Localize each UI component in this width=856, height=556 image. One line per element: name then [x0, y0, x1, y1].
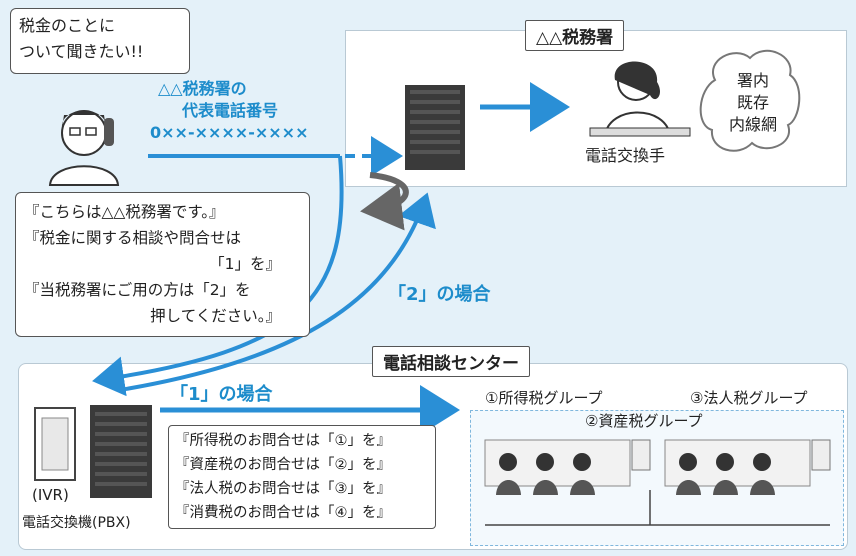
ivr-label: (IVR) — [32, 486, 69, 504]
routing-line-1: 『所得税のお問合せは「①」を』 — [175, 433, 391, 449]
call-center-title: 電話相談センター — [372, 346, 530, 377]
ivr-line-4: 『当税務署にご用の方は「2」を — [24, 281, 251, 299]
pbx-server-icon — [90, 405, 152, 498]
cloud-line-1: 署内 — [736, 71, 769, 90]
routing-line-2: 『資産税のお問合せは「②」を』 — [175, 457, 391, 473]
speech-line-1: 税金のことに — [19, 16, 116, 35]
cloud-line-2: 既存 — [736, 93, 769, 112]
phone-number-label: △△税務署の 代表電話番号 0××-××××-×××× — [150, 78, 308, 144]
phone-number: 0××-××××-×××× — [150, 123, 309, 142]
cloud-text: 署内 既存 内線網 — [728, 70, 778, 136]
return-curve-arrow — [360, 172, 409, 231]
routing-message-bubble: 『所得税のお問合せは「①」を』 『資産税のお問合せは「②」を』 『法人税のお問合… — [168, 425, 436, 529]
ivr-line-2: 『税金に関する相談や問合せは — [24, 229, 242, 247]
pbx-label: 電話交換機(PBX) — [22, 515, 131, 531]
speech-line-2: ついて聞きたい!! — [19, 42, 144, 61]
caller-speech-bubble: 税金のことに ついて聞きたい!! — [10, 8, 190, 74]
case1-label: 「1」の場合 — [170, 384, 273, 405]
group-label-income: ①所得税グループ — [485, 389, 603, 407]
ivr-message-bubble: 『こちらは△△税務署です。』 『税金に関する相談や問合せは 「1」を』 『当税務… — [15, 192, 310, 337]
operator-label: 電話交換手 — [585, 146, 666, 165]
cloud-icon — [699, 49, 801, 152]
ivr-device-icon — [34, 407, 76, 481]
agent-network-line — [485, 490, 830, 526]
case2-label: 「2」の場合 — [388, 284, 491, 305]
ivr-line-1: 『こちらは△△税務署です。』 — [24, 203, 225, 221]
cloud-line-3: 内線網 — [728, 115, 777, 134]
operator-icon — [589, 61, 691, 137]
phone-label-line-2: 代表電話番号 — [182, 101, 279, 120]
phone-label-line-1: △△税務署の — [158, 79, 247, 98]
group-label-corporate: ③法人税グループ — [690, 389, 808, 407]
routing-line-4: 『消費税のお問合せは「④」を』 — [175, 505, 391, 521]
agent-group-right-icon — [664, 439, 831, 495]
caller-icon — [48, 110, 120, 186]
ivr-line-3: 「1」を』 — [209, 255, 281, 273]
tax-office-server-icon — [405, 85, 465, 170]
group-label-property: ②資産税グループ — [585, 412, 703, 430]
agent-group-left-icon — [484, 439, 651, 495]
ivr-line-5: 押してください。』 — [150, 307, 281, 325]
routing-line-3: 『法人税のお問合せは「③」を』 — [175, 481, 391, 497]
case2-arrow — [119, 192, 436, 392]
tax-office-title: △△税務署 — [525, 20, 625, 51]
